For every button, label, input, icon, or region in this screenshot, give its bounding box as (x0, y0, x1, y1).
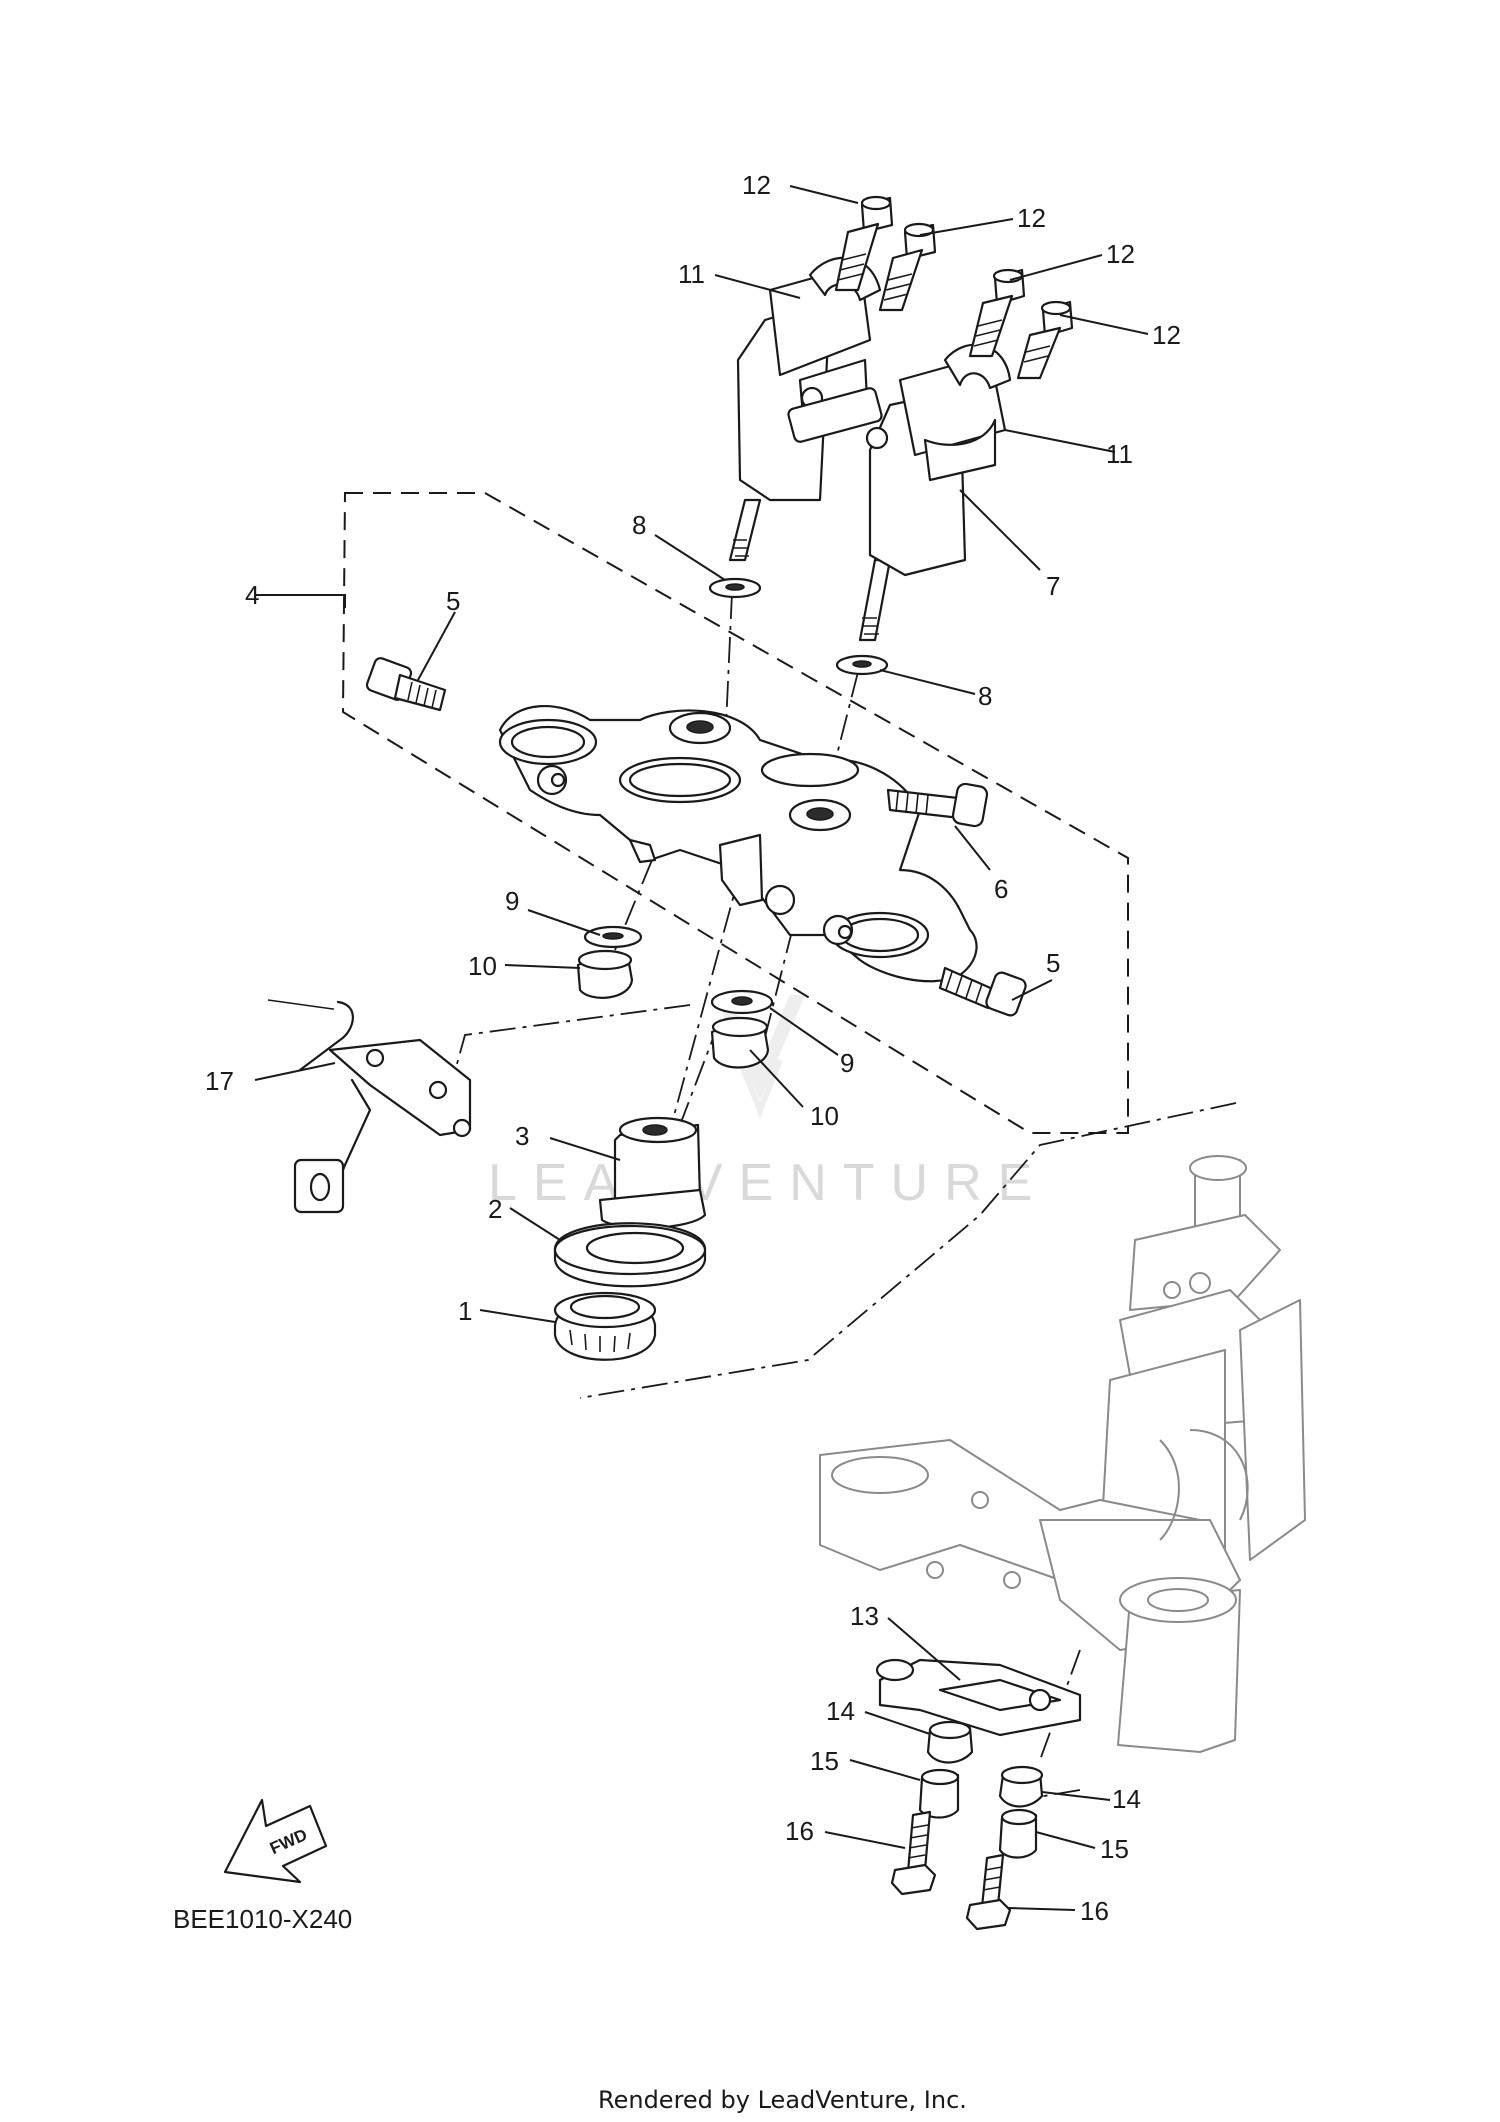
callout-11b: 11 (1106, 439, 1133, 469)
callout-5a: 5 (446, 586, 460, 616)
callout-12b: 12 (1017, 203, 1046, 233)
callout-9a: 9 (505, 886, 519, 916)
callout-16b: 16 (1080, 1896, 1109, 1926)
leader-lines (254, 185, 1149, 1911)
callout-4: 4 (245, 580, 259, 610)
callout-13: 13 (850, 1601, 879, 1631)
washer-9a (583, 925, 643, 949)
callout-14b: 14 (1112, 1784, 1141, 1814)
handlebar-bridge (787, 387, 883, 443)
washer-8b (835, 654, 889, 676)
callout-12d: 12 (1152, 320, 1181, 350)
callouts: 12 12 12 12 11 11 7 8 8 4 5 6 5 9 10 9 1… (205, 170, 1181, 1926)
cap-nut-10a (576, 949, 634, 999)
watermark-text: LEADVENTURE (488, 1154, 1048, 1212)
callout-5b: 5 (1046, 948, 1060, 978)
bearing-1 (553, 1291, 657, 1361)
washer-8a (708, 577, 762, 599)
ghost-steering-assembly (819, 1155, 1306, 1753)
bolt-12b (878, 222, 937, 312)
dust-seal-2 (553, 1222, 707, 1288)
callout-3: 3 (515, 1121, 529, 1151)
upper-bracket (498, 704, 978, 983)
pinch-bolt-5b (938, 966, 1027, 1017)
watermark: LEADVENTURE (488, 995, 1048, 1212)
callout-2: 2 (488, 1194, 502, 1224)
washer-9b (710, 989, 774, 1015)
callout-1: 1 (458, 1296, 472, 1326)
bolt-16a (890, 1810, 937, 1896)
bolt-12c (968, 268, 1026, 358)
collar-14a (926, 1720, 974, 1764)
cap-nut-10b (710, 1016, 770, 1069)
callout-10a: 10 (468, 951, 497, 981)
cable-guide-13 (875, 1658, 1082, 1737)
callout-10b: 10 (810, 1101, 839, 1131)
ring-nut-3 (598, 1116, 707, 1229)
bolt-12a (834, 195, 894, 292)
spacer-15a (918, 1768, 960, 1819)
collar-14b (998, 1765, 1044, 1808)
bolt-12d (1016, 300, 1074, 380)
callout-9b: 9 (840, 1048, 854, 1078)
fwd-arrow-icon: FWD (223, 1798, 328, 1884)
callout-8b: 8 (978, 681, 992, 711)
cable-guide-17 (267, 999, 472, 1214)
callout-11a: 11 (678, 259, 705, 289)
callout-14a: 14 (826, 1696, 855, 1726)
callout-16a: 16 (785, 1816, 814, 1846)
bolt-6 (886, 782, 989, 828)
callout-6: 6 (994, 874, 1008, 904)
handlebar-holder-right (858, 343, 1012, 642)
bolt-16b (965, 1853, 1012, 1931)
callout-17: 17 (205, 1066, 234, 1096)
assembly-boundary (341, 492, 1129, 1134)
callout-8a: 8 (632, 510, 646, 540)
diagram-code: BEE1010-X240 (173, 1904, 352, 1934)
pinch-bolt-5a (365, 657, 447, 712)
spacer-15b (998, 1808, 1038, 1859)
callout-15b: 15 (1100, 1834, 1129, 1864)
callout-12a: 12 (742, 170, 771, 200)
callout-7: 7 (1046, 571, 1060, 601)
callout-12c: 12 (1106, 239, 1135, 269)
footer-credit: Rendered by LeadVenture, Inc. (598, 2086, 967, 2114)
callout-15a: 15 (810, 1746, 839, 1776)
